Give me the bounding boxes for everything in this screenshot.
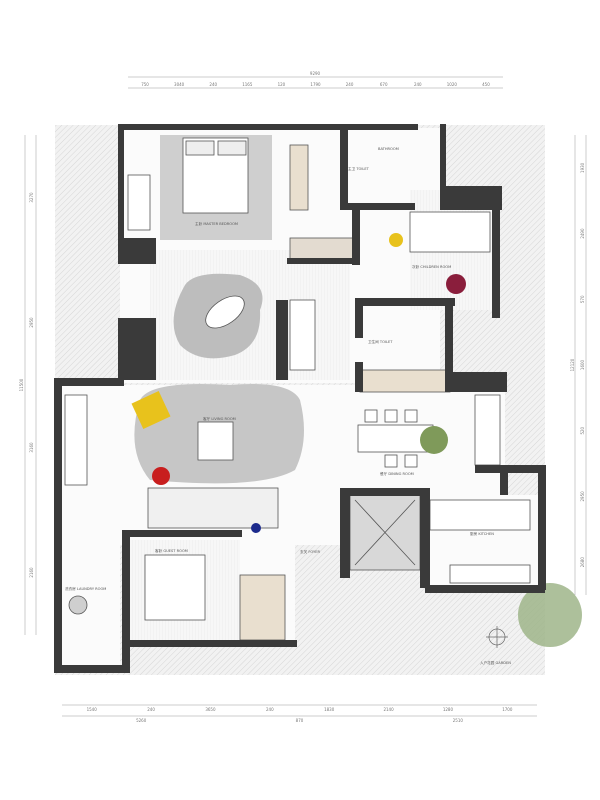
guest-bed — [144, 554, 206, 621]
dimension-label: 9290 — [310, 71, 321, 76]
label-dining-room: 餐厅 DINING ROOM — [380, 471, 414, 476]
label-kitchen: 厨房 KITCHEN — [470, 531, 494, 536]
dimension-label: 3160 — [29, 442, 34, 453]
dimension-label: 2490 — [580, 228, 585, 239]
dimension-label: 11500 — [19, 378, 24, 391]
dimension-label: 2950 — [29, 317, 34, 328]
dining-chair — [364, 409, 378, 423]
kitchen-counter-top — [429, 499, 531, 531]
sofa — [147, 487, 279, 529]
label-garden: 入户花园 GARDEN — [480, 660, 511, 665]
dimension-label: 5260 — [136, 718, 147, 723]
label-foyer: 玄关 FOYER — [300, 549, 320, 554]
guest-wardrobe — [239, 574, 286, 641]
dining-cabinet — [359, 369, 451, 393]
fridge-counter — [474, 394, 501, 466]
dimension-label: 2680 — [580, 557, 585, 568]
furniture — [64, 137, 531, 641]
dimension-label: 3270 — [29, 192, 34, 203]
yellow-lounge-chair — [131, 390, 171, 430]
dimension-label: 1540 — [87, 707, 98, 712]
dimension-label: 240 — [266, 707, 274, 712]
dimension-label: 12120 — [570, 358, 575, 371]
dimension-label: 1700 — [502, 707, 513, 712]
purple-chair — [446, 274, 466, 294]
coffee-table — [197, 421, 234, 461]
dimension-label: 1790 — [310, 82, 321, 87]
dimension-label: 1165 — [242, 82, 253, 87]
kitchen-counter-bottom — [449, 564, 531, 584]
dimension-label: 870 — [296, 718, 304, 723]
bathtub — [205, 295, 245, 329]
label-living-room: 客厅 LIVING ROOM — [203, 416, 236, 421]
dimension-label: 670 — [380, 82, 388, 87]
label-children-room: 次卧 CHILDREN ROOM — [412, 264, 451, 269]
sofa-chaise — [127, 174, 151, 231]
washing-machine — [68, 595, 88, 615]
dimension-label: 240 — [209, 82, 217, 87]
dimension-label: 240 — [346, 82, 354, 87]
dimension-label: 240 — [147, 707, 155, 712]
dimension-label: 120 — [278, 82, 286, 87]
indoor-plant — [420, 426, 448, 454]
dimension-label: 750 — [141, 82, 149, 87]
dimension-label: 450 — [482, 82, 490, 87]
dimension-label: 2140 — [383, 707, 394, 712]
walls — [54, 124, 546, 673]
red-ottoman — [152, 467, 170, 485]
dimension-label: 2950 — [580, 491, 585, 502]
dimension-label: 1930 — [580, 162, 585, 173]
dining-chair — [404, 409, 418, 423]
label-master-bath: BATHROOM — [378, 147, 399, 151]
dimension-label: 3650 — [205, 707, 216, 712]
north-arrow-icon — [486, 626, 508, 648]
dimension-label: 1600 — [580, 359, 585, 370]
dimension-label: 2160 — [29, 567, 34, 578]
dimension-label: 1830 — [324, 707, 335, 712]
dimension-label: 240 — [414, 82, 422, 87]
dimension-label: 2510 — [453, 718, 464, 723]
shelving — [289, 237, 356, 261]
label-master-toilet: 主卫 TOILET — [348, 166, 370, 171]
dimension-label: 520 — [580, 426, 585, 434]
dining-chair — [384, 409, 398, 423]
label-toilet: 卫生间 TOILET — [368, 339, 393, 344]
laundry-counter — [64, 394, 88, 486]
child-bed — [409, 211, 491, 253]
label-guest-room: 客卧 GUEST ROOM — [155, 548, 188, 553]
dimension-label: 3040 — [174, 82, 185, 87]
wardrobe — [289, 144, 309, 211]
dining-chair — [384, 454, 398, 468]
vanity-counter — [289, 299, 316, 371]
blue-vase — [251, 523, 261, 533]
pillow — [217, 140, 247, 156]
dimension-label: 1280 — [443, 707, 454, 712]
dimension-lines — [24, 76, 587, 717]
dining-chair — [404, 454, 418, 468]
dimension-label: 570 — [580, 295, 585, 303]
yellow-stool — [389, 233, 403, 247]
dimension-label: 1020 — [447, 82, 458, 87]
pillow — [185, 140, 215, 156]
label-master-bedroom: 主卧 MASTER BEDROOM — [195, 221, 238, 226]
outdoor-tree — [518, 583, 582, 647]
label-laundry: 洗衣房 LAUNDRY ROOM — [65, 586, 106, 591]
